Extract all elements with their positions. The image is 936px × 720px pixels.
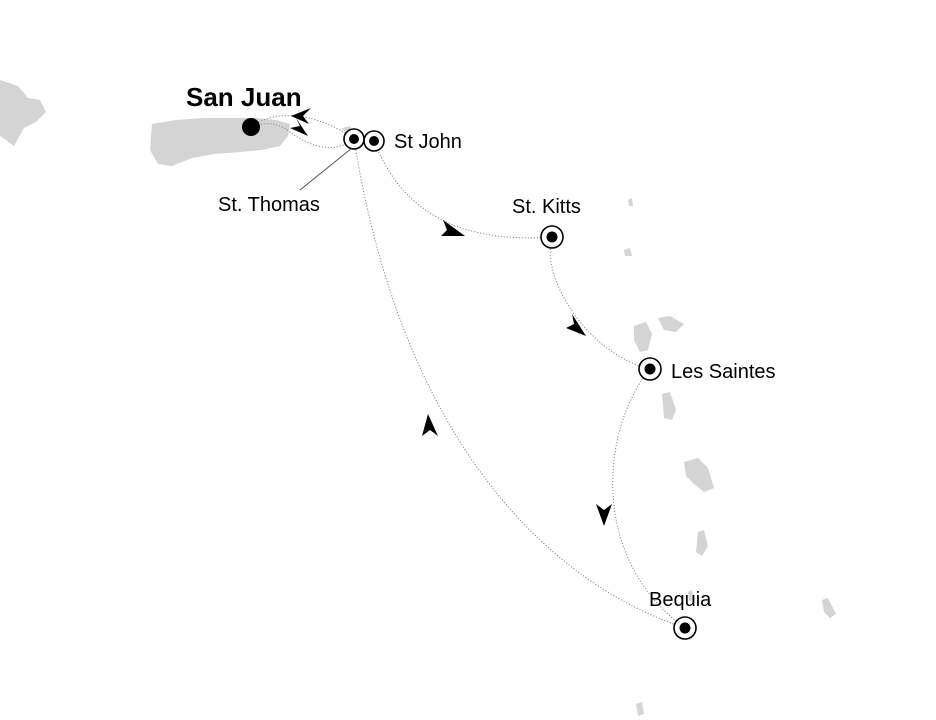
st-kitts-marker[interactable] [540, 225, 564, 249]
san-juan-label: San Juan [186, 82, 302, 112]
bequia-label: Bequia [649, 589, 712, 611]
st-john-marker[interactable] [363, 130, 385, 152]
direction-arrow-icon [566, 314, 586, 336]
bequia-marker[interactable] [673, 616, 697, 640]
les-saintes-marker[interactable] [638, 357, 662, 381]
st-kitts-label: St. Kitts [512, 196, 581, 218]
direction-arrows [290, 108, 612, 526]
route-bequia-to-st-thomas [353, 138, 686, 629]
port-markers [242, 118, 697, 640]
small-island-2 [624, 248, 632, 256]
martinique-land [684, 458, 714, 492]
hispaniola-land [0, 80, 46, 146]
st-vincent-land [688, 590, 694, 601]
dominica-land [662, 392, 676, 420]
st-lucia-land [696, 530, 708, 556]
route-lines [250, 115, 686, 629]
st-john-label: St John [394, 131, 462, 153]
direction-arrow-icon [441, 220, 465, 236]
land-masses [0, 80, 836, 716]
route-les-saintes-to-bequia [612, 368, 686, 629]
les-saintes-label: Les Saintes [671, 361, 776, 383]
barbados-land [822, 598, 836, 618]
route-st-kitts-to-les-saintes [549, 236, 651, 370]
route-st-john-to-st-kitts [373, 140, 553, 239]
guadeloupe-land [634, 316, 684, 352]
st-thomas-leader-line [299, 147, 353, 191]
san-juan-marker[interactable] [242, 118, 260, 136]
puerto-rico-land [150, 118, 290, 166]
small-island-1 [628, 198, 633, 206]
direction-arrow-icon [596, 504, 612, 526]
direction-arrow-icon [291, 108, 311, 124]
route-st-john-to-san-juan [250, 123, 355, 148]
direction-arrow-icon [290, 118, 308, 136]
grenada-land [636, 702, 644, 716]
port-labels: San Juan St. Thomas St John St. Kitts Le… [186, 82, 776, 611]
st-thomas-marker[interactable] [343, 128, 365, 150]
st-thomas-label: St. Thomas [218, 194, 320, 216]
direction-arrow-icon [422, 414, 438, 436]
